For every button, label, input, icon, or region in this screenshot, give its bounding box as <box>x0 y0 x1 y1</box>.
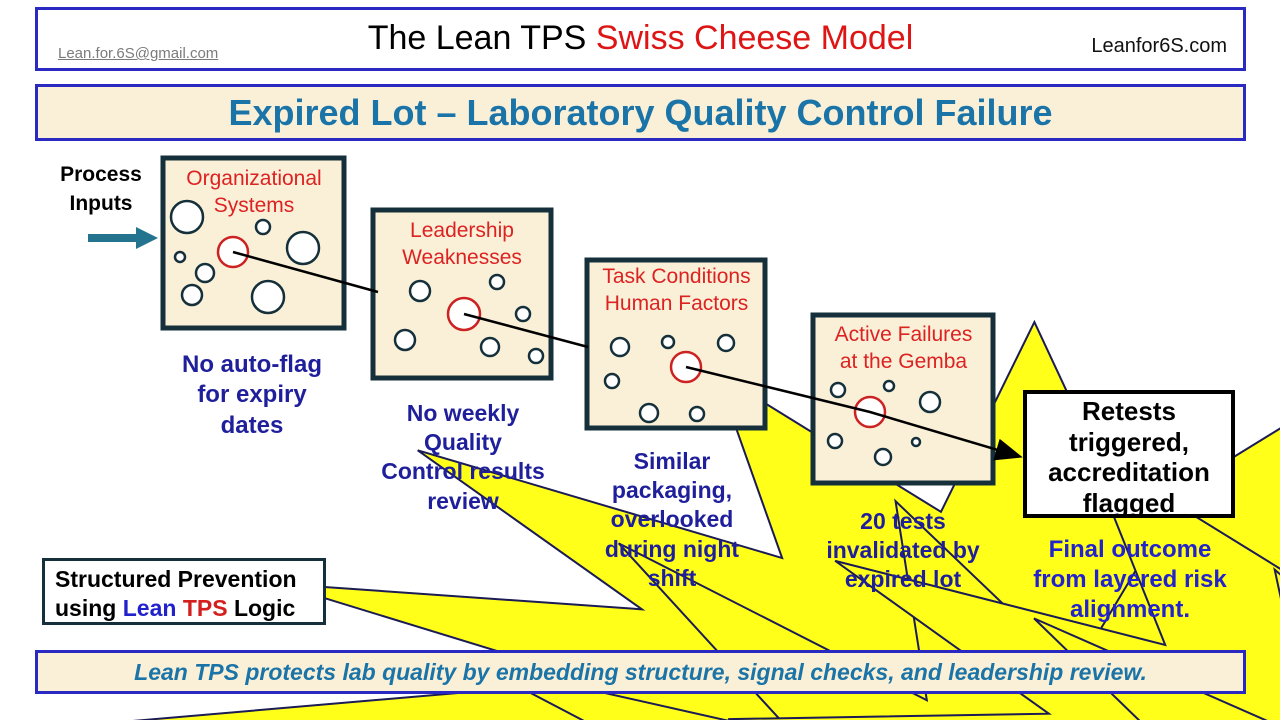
slice-hole <box>829 381 847 399</box>
slice-label-active-failures: Active Failures at the Gemba <box>834 323 973 373</box>
slice-label-leadership-weaknesses: Leadership Weaknesses <box>402 219 522 269</box>
main-title: The Lean TPS Swiss Cheese Model <box>38 19 1243 58</box>
burst-text-tests-invalidated: 20 tests invalidated by expired lot <box>826 508 980 593</box>
slice-hole <box>173 250 187 264</box>
retests-outcome-box: Retests triggered, accreditation flagged <box>1023 390 1235 518</box>
slice-label-task-conditions: Task Conditions Human Factors <box>602 265 751 315</box>
slice-hole <box>716 333 736 353</box>
slice-hole <box>918 390 942 414</box>
slice-hole <box>488 273 506 291</box>
slice-hole <box>514 305 532 323</box>
header-box: Lean.for.6S@gmail.com The Lean TPS Swiss… <box>35 7 1246 71</box>
slice-hole <box>408 279 432 303</box>
process-arrow-icon <box>88 227 158 249</box>
slice-hole <box>873 447 893 467</box>
footer-bar: Lean TPS protects lab quality by embeddi… <box>35 650 1246 694</box>
slice-hole <box>527 347 545 365</box>
slice-hole <box>826 432 844 450</box>
burst-text-no-weekly-review: No weekly Quality Control results review <box>381 400 545 514</box>
cheese-slice-4 <box>810 312 996 486</box>
process-inputs-label: Process Inputs <box>60 163 142 216</box>
burst-text-similar-packaging: Similar packaging, overlooked during nig… <box>604 448 740 591</box>
slice-hole <box>479 336 501 358</box>
slice-hole <box>180 283 204 307</box>
subtitle-bar: Expired Lot – Laboratory Quality Control… <box>35 84 1246 141</box>
cheese-slice-1 <box>160 155 347 331</box>
final-outcome-note: Final outcome from layered risk alignmen… <box>1033 536 1227 623</box>
slice-hole <box>194 262 216 284</box>
burst-text-no-auto-flag: No auto-flag for expiry dates <box>182 351 322 439</box>
slice-hole <box>285 230 321 266</box>
title-black: The Lean TPS <box>367 19 587 57</box>
subtitle-text: Expired Lot – Laboratory Quality Control… <box>228 91 1053 133</box>
footer-text: Lean TPS protects lab quality by embeddi… <box>134 658 1147 685</box>
title-red: Swiss Cheese Model <box>595 19 914 57</box>
slice-hole <box>169 199 205 235</box>
prevention-line2: using Lean TPS Logic <box>55 594 323 623</box>
site-url: Leanfor6S.com <box>1091 35 1227 57</box>
slice-hole <box>688 405 706 423</box>
prevention-lean: Lean <box>122 595 177 622</box>
prevention-box: Structured Prevention using Lean TPS Log… <box>42 558 326 625</box>
prevention-tps: TPS <box>182 595 228 622</box>
trajectory-line <box>232 250 1023 461</box>
slice-hole <box>882 379 896 393</box>
slice-hole <box>603 372 621 390</box>
slice-hole <box>638 402 660 424</box>
slice-hole <box>609 336 631 358</box>
slice-hole <box>250 279 286 315</box>
slice-hole <box>910 436 922 448</box>
prevention-line1: Structured Prevention <box>55 566 297 592</box>
prevention-logic: Logic <box>233 595 296 622</box>
slice-label-organizational-systems: Organizational Systems <box>186 167 322 217</box>
slice-hole <box>254 218 272 236</box>
cheese-slice-3 <box>584 257 768 431</box>
cheese-slice-2 <box>370 207 554 381</box>
prevention-using: using <box>55 595 117 622</box>
slice-hole <box>660 334 676 350</box>
slice-hole <box>393 328 417 352</box>
email-link[interactable]: Lean.for.6S@gmail.com <box>58 45 219 62</box>
